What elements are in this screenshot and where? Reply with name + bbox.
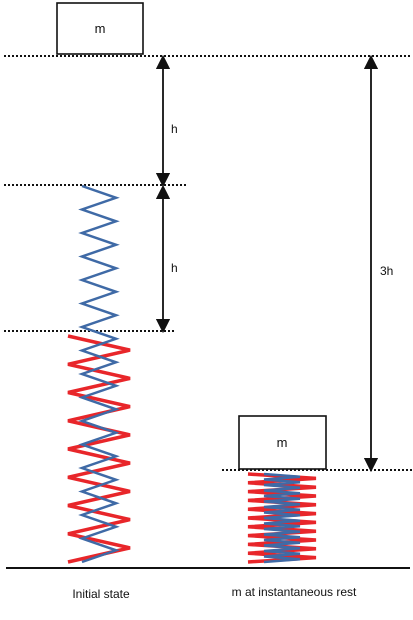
mass-label-rest: m	[277, 435, 288, 450]
label-h-second: h	[171, 261, 178, 275]
label-h-first: h	[171, 122, 178, 136]
spring-outer-initial	[67, 334, 131, 564]
label-3h: 3h	[380, 264, 393, 278]
caption-initial-state: Initial state	[72, 587, 130, 601]
caption-instantaneous-rest: m at instantaneous rest	[232, 585, 357, 599]
spring-inner-compressed	[263, 472, 301, 564]
mass-block-initial: m	[56, 2, 144, 55]
springs-group	[67, 184, 317, 564]
mass-block-rest: m	[238, 415, 327, 470]
mass-label-initial: m	[95, 21, 106, 36]
spring-inner-initial	[78, 184, 120, 564]
